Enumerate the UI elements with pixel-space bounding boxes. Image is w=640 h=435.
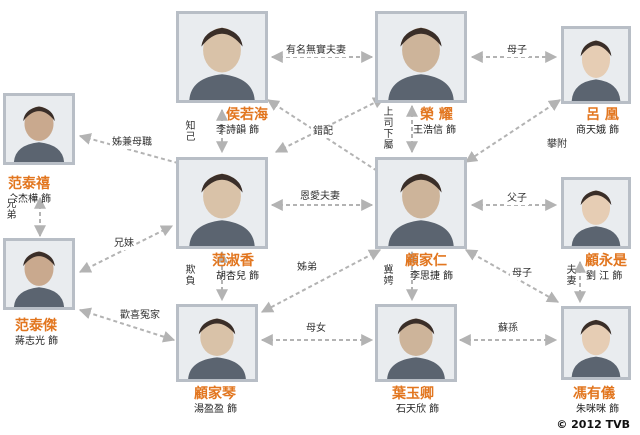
relation-label-cross: 錯配 — [311, 126, 335, 138]
actor-credit-taijie: 蔣志光 飾 — [15, 336, 59, 347]
connector-taijie-jiaqin — [78, 307, 176, 343]
relation-label-taijie-shuxiang: 兄妹 — [112, 238, 136, 250]
actor-credit-lu: 商天娥 飾 — [576, 125, 620, 136]
relation-label-hou-rong: 有名無實夫妻 — [284, 45, 348, 57]
relation-label-shuxiang-jiaren: 恩愛夫妻 — [298, 191, 342, 203]
character-name-taijie: 范泰傑 — [15, 318, 57, 334]
actor-credit-yongshi: 劉 江 飾 — [586, 271, 623, 282]
actor-credit-hou: 李詩韻 飾 — [216, 125, 260, 136]
character-name-lu: 呂 凰 — [586, 107, 619, 123]
portrait-taixi — [3, 93, 75, 165]
actor-credit-shuxiang: 胡杏兒 飾 — [216, 271, 260, 282]
portrait-shuxiang — [176, 157, 268, 249]
connector-cross-a — [266, 99, 390, 179]
portrait-youyi — [561, 306, 631, 380]
actor-credit-yuqing: 石天欣 飾 — [396, 404, 440, 415]
character-name-taixi: 范泰禧 — [8, 176, 50, 192]
relation-label-jiaren-youyi: 母子 — [510, 268, 534, 280]
character-name-shuxiang: 范淑香 — [212, 253, 254, 269]
character-name-yuqing: 葉玉卿 — [392, 386, 434, 402]
actor-credit-jiaqin: 湯盈盈 飾 — [194, 404, 238, 415]
portrait-lu — [561, 26, 631, 104]
portrait-jiaqin — [176, 304, 258, 382]
actor-credit-youyi: 朱咪咪 飾 — [576, 404, 620, 415]
portrait-rong — [375, 11, 467, 103]
copyright-notice: © 2012 TVB — [556, 418, 630, 431]
character-name-hou: 侯若海 — [226, 107, 268, 123]
character-name-yongshi: 顧永是 — [585, 253, 627, 269]
relation-label-jiaren-yongshi: 父子 — [505, 193, 529, 205]
relation-label-hou-shuxiang: 知己 — [182, 118, 194, 144]
connector-lu-jiaren — [464, 99, 562, 163]
connector-jiaren-jiaqin — [260, 249, 382, 313]
character-name-rong: 榮 耀 — [420, 107, 453, 123]
relation-label-taijie-jiaqin: 歡喜冤家 — [118, 310, 162, 322]
relation-label-lu-jiaren: 攀附 — [545, 139, 569, 151]
relation-label-yuqing-youyi: 蘇孫 — [496, 323, 520, 335]
connector-cross-b — [274, 97, 386, 153]
relation-label-jiaren-yuqing: 冀娉 — [380, 262, 392, 288]
character-name-jiaren: 顧家仁 — [405, 253, 447, 269]
portrait-taijie — [3, 238, 75, 310]
relation-label-jiaqin-yuqing: 母女 — [304, 323, 328, 335]
actor-credit-jiaren: 李思捷 飾 — [410, 271, 454, 282]
portrait-yuqing — [375, 304, 457, 382]
portrait-yongshi — [561, 177, 631, 249]
relation-label-taixi-shuxiang: 姊兼母職 — [110, 137, 154, 149]
relation-label-rong-jiaren: 上司下屬 — [380, 104, 392, 152]
relation-label-taixi-taijie: 兄弟 — [3, 196, 15, 222]
relation-label-jiaren-jiaqin: 姊弟 — [295, 262, 319, 274]
portrait-jiaren — [375, 157, 467, 249]
actor-credit-rong: 王浩信 飾 — [413, 125, 457, 136]
relation-label-yongshi-youyi: 夫妻 — [563, 262, 575, 288]
relation-label-shuxiang-jiaqin: 欺負 — [182, 262, 194, 288]
portrait-hou — [176, 11, 268, 103]
character-name-youyi: 馮有儀 — [573, 386, 615, 402]
actor-credit-taixi: 佘杰樺 飾 — [8, 194, 52, 205]
character-name-jiaqin: 顧家琴 — [194, 386, 236, 402]
relation-label-rong-lu: 母子 — [505, 45, 529, 57]
